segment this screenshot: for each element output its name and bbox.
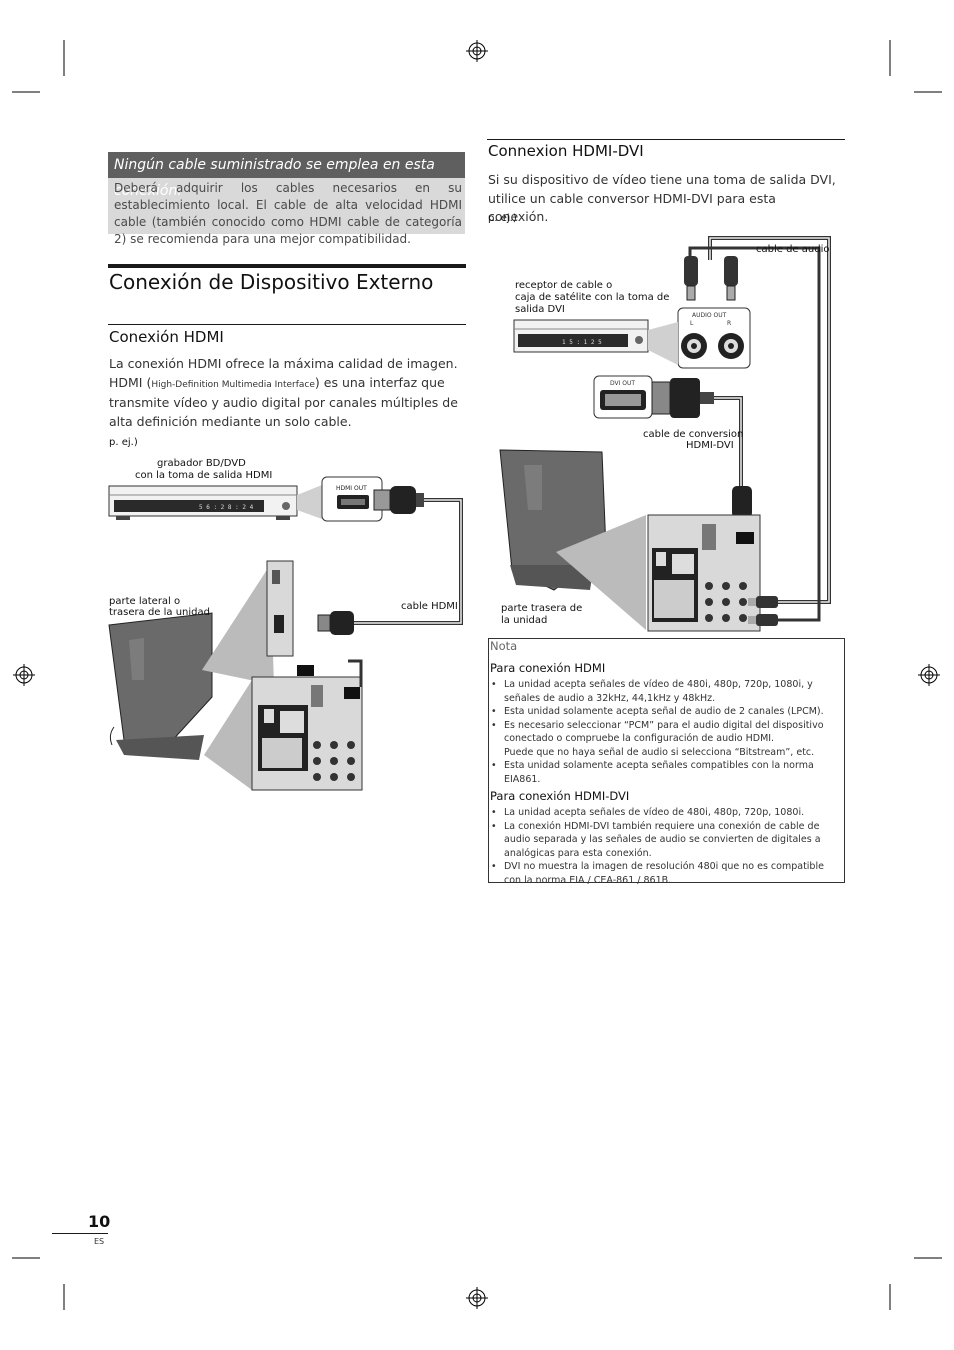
receiver-label-1: receptor de cable o [515,280,613,291]
unit-label-2: trasera de la unidad [109,607,210,618]
hdmi-cable-label: cable HDMI [401,601,458,612]
bd-dvd-player-illustration: 5 6 : 2 8 : 2 4 [108,485,298,520]
note-hdmi-item: La unidad acepta señales de vídeo de 480… [490,678,836,705]
unit-label-1: parte lateral o [109,596,181,607]
audio-out-panel: AUDIO OUT L R [677,307,751,369]
receiver-display-text: 1 5 : 1 2 5 [562,339,602,346]
note-dvi-heading: Para conexión HDMI-DVI [490,789,630,803]
note-dvi-list: La unidad acepta señales de vídeo de 480… [490,806,836,887]
dvi-example-label: p. ej.) [488,213,517,224]
converter-label-2: HDMI-DVI [686,440,734,451]
hdmi-example-label: p. ej.) [109,437,138,448]
hdmi-plug-top [373,486,424,514]
receiver-illustration: 1 5 : 1 2 5 [513,319,649,353]
registration-mark-right [918,664,940,686]
audio-l-label: L [690,320,694,327]
note-title: Nota [490,639,518,653]
dvi-description: Si su dispositivo de vídeo tiene una tom… [488,172,836,224]
audio-r-label: R [727,320,731,327]
note-content: Para conexión HDMI La unidad acepta seña… [490,661,836,887]
note-hdmi-item-3-extra: Puede que no haya señal de audio si sele… [504,746,815,758]
dvi-out-label: DVI OUT [610,380,635,387]
receiver-label-2: caja de satélite con la toma de [515,292,670,303]
hdmi-out-callout: HDMI OUT [297,476,383,522]
rear-panel-illustration [251,676,363,791]
tv-illustration [108,612,213,760]
note-hdmi-item: Es necesario seleccionar “PCM” para el a… [490,719,836,760]
language-code: ES [94,1237,105,1246]
hdmi-out-label: HDMI OUT [336,485,367,492]
page-number-rule [52,1233,108,1234]
cable-notice-heading: Ningún cable suministrado se emplea en e… [108,152,465,199]
note-hdmi-item-3: Es necesario seleccionar “PCM” para el a… [504,719,824,745]
note-hdmi-heading: Para conexión HDMI [490,661,606,675]
player-label-2: con la toma de salida HDMI [135,470,273,481]
dvi-rule [487,139,845,140]
receiver-label-3: salida DVI [515,304,565,315]
hdmi-plug-bottom [297,611,354,676]
converter-label-1: cable de conversion [643,429,744,440]
registration-mark-bottom [466,1287,488,1309]
cable-notice-body: Deberá adquirir los cables necesarios en… [114,181,462,246]
dvi-rear-panel-illustration [647,514,761,632]
note-dvi-item: La unidad acepta señales de vídeo de 480… [490,806,836,820]
audio-plugs-rear [748,596,778,626]
page-number: 10 [88,1212,111,1231]
note-dvi-item: DVI no muestra la imagen de resolución 4… [490,860,836,887]
rear-label-1: parte trasera de [501,603,583,614]
note-hdmi-item: Esta unidad solamente acepta señal de au… [490,705,836,719]
hdmi-description-acronym: High-Definition Multimedia Interface [151,379,315,390]
subsection-rule [108,324,466,325]
dvi-title: Connexion HDMI-DVI [488,142,644,160]
player-label-1: grabador BD/DVD [157,458,246,469]
side-panel-illustration [266,560,294,657]
hdmi-title: Conexión HDMI [109,328,224,346]
registration-mark-top [466,40,488,62]
hdmi-description-end: ) es una interfaz que transmite vídeo y … [109,374,458,429]
note-dvi-item: La conexión HDMI-DVI también requiere un… [490,820,836,861]
section-title: Conexión de Dispositivo Externo [109,270,434,294]
hdmi-description-start: La conexión HDMI ofrece la máxima calida… [109,356,458,390]
note-hdmi-item: Esta unidad solamente acepta señales com… [490,759,836,786]
registration-mark-left [13,664,35,686]
note-hdmi-list: La unidad acepta señales de vídeo de 480… [490,678,836,786]
dvi-plug [651,378,714,418]
rear-label-2: la unidad [501,615,548,626]
dvi-connection-diagram: AUDIO OUT L R 1 5 : 1 2 5 DVI OUT [499,236,831,632]
player-display-text: 5 6 : 2 8 : 2 4 [199,504,254,511]
hdmi-connection-diagram: 5 6 : 2 8 : 2 4 HDMI OUT [108,476,463,791]
dvi-out-panel: DVI OUT [593,375,653,419]
hdmi-description: La conexión HDMI ofrece la máxima calida… [109,355,459,431]
audio-out-label: AUDIO OUT [692,312,727,319]
audio-plugs-top [684,256,738,301]
audio-cable-label: cable de audio [756,244,830,255]
section-rule [108,264,466,268]
